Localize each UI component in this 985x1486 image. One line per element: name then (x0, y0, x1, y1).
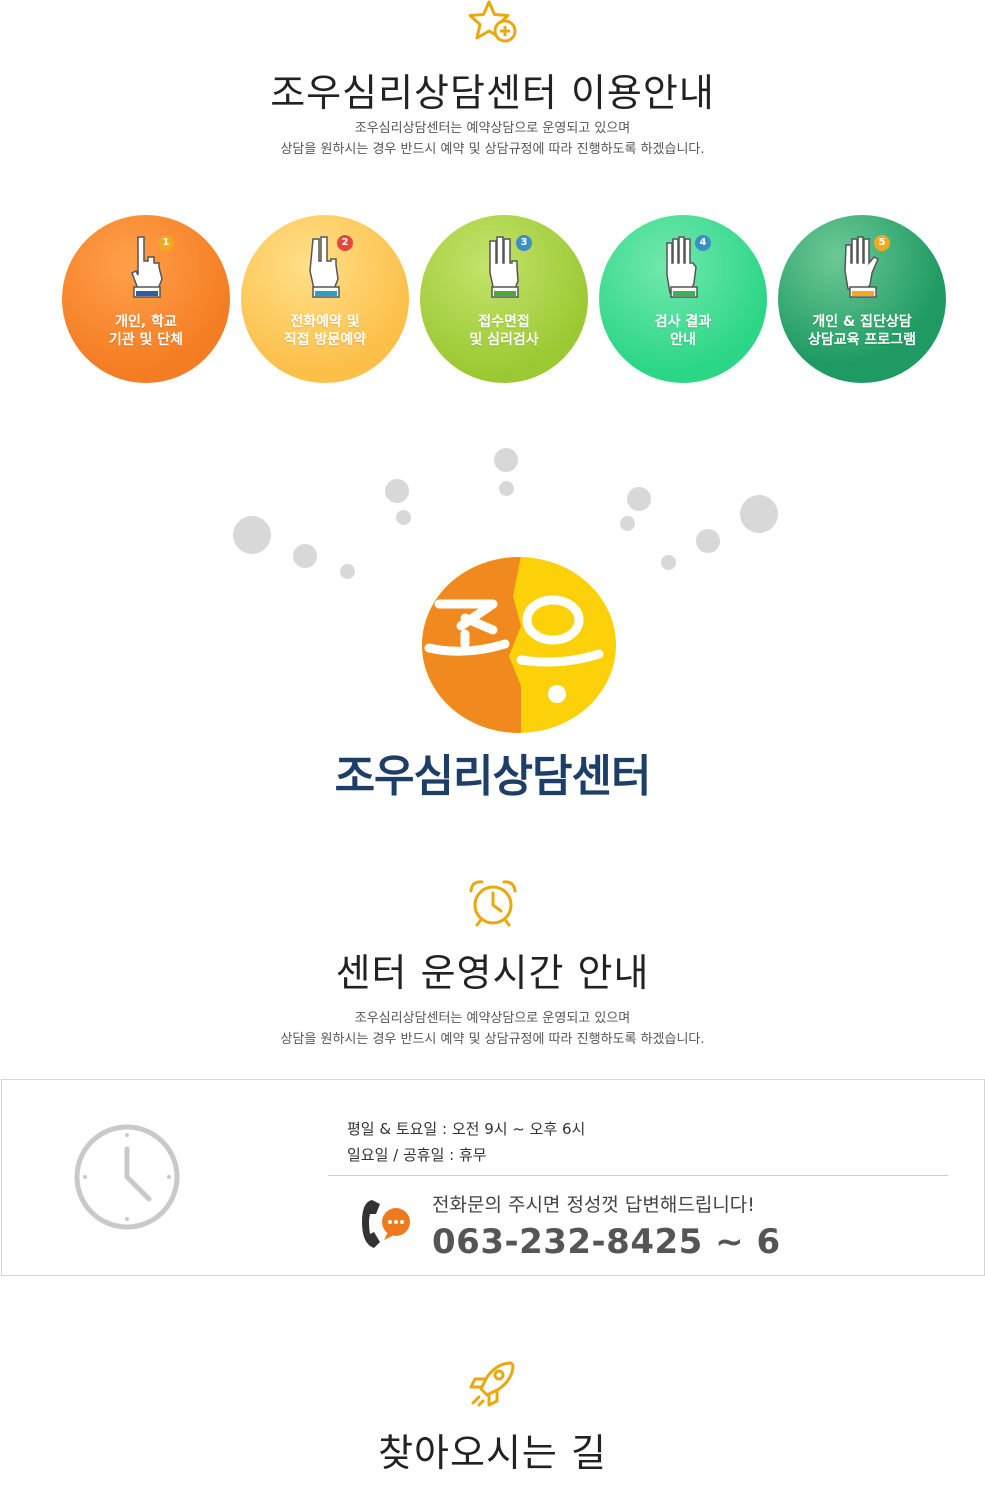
intro-description: 조우심리상담센터는 예약상담으로 운영되고 있으며 상담을 원하시는 경우 반드… (0, 118, 985, 160)
bubble (340, 564, 355, 579)
logo-text: 조우심리상담센터 (334, 751, 652, 802)
phone-number[interactable]: 063-232-8425 ~ 6 (432, 1222, 781, 1262)
three-fingers-hand-icon: 3 (482, 233, 532, 299)
hours-description: 조우심리상담센터는 예약상담으로 운영되고 있으며 상담을 원하시는 경우 반드… (0, 1008, 985, 1050)
bubble (396, 510, 411, 525)
bubble (233, 516, 271, 554)
step-label-line1: 개인, 학교 (115, 314, 177, 330)
step-label-line2: 상담교육 프로그램 (808, 332, 916, 348)
bubble (661, 555, 676, 570)
phone-message: 전화문의 주시면 정성껏 답변해드립니다! (432, 1194, 755, 1216)
decorative-bubbles (220, 440, 800, 590)
holiday-hours: 일요일 / 공휴일 : 휴무 (347, 1146, 487, 1164)
hours-desc-line1: 조우심리상담센터는 예약상담으로 운영되고 있으며 (354, 1011, 631, 1026)
bubble (696, 529, 720, 553)
step-label-line2: 기관 및 단체 (108, 332, 184, 348)
bubble (627, 487, 651, 511)
bubble (620, 516, 635, 531)
divider (328, 1175, 948, 1176)
bubble (293, 544, 317, 568)
phone-chat-icon (358, 1198, 416, 1256)
pointing-hand-icon: 1 (124, 233, 174, 299)
step-number-badge: 2 (337, 235, 353, 251)
hours-panel: 평일 & 토요일 : 오전 9시 ~ 오후 6시 일요일 / 공휴일 : 휴무 … (1, 1079, 985, 1276)
bubble (494, 448, 518, 472)
two-fingers-hand-icon: 2 (303, 233, 353, 299)
clock-icon (73, 1123, 181, 1235)
step-label-line1: 검사 결과 (654, 314, 712, 330)
step-label-line2: 직접 방문예약 (283, 332, 367, 348)
step-label-line1: 접수면접 (478, 314, 530, 330)
page-title: 조우심리상담센터 이용안내 (270, 71, 715, 115)
star-plus-icon (465, 0, 521, 52)
intro-desc-line2: 상담을 원하시는 경우 반드시 예약 및 상담규정에 따라 진행하도록 하겠습니… (280, 142, 705, 157)
step-label-line1: 개인 & 집단상담 (812, 314, 912, 330)
step-label-line1: 전화예약 및 (290, 314, 360, 330)
step-number-badge: 1 (158, 235, 174, 251)
weekday-hours: 평일 & 토요일 : 오전 9시 ~ 오후 6시 (347, 1120, 586, 1138)
step-label-line2: 및 심리검사 (469, 332, 539, 348)
bubble (385, 479, 409, 503)
four-fingers-hand-icon: 4 (661, 233, 711, 299)
step-number-badge: 4 (695, 235, 711, 251)
bubble (499, 481, 514, 496)
open-hand-icon: 5 (840, 233, 890, 299)
intro-desc-line1: 조우심리상담센터는 예약상담으로 운영되고 있으며 (354, 121, 631, 136)
alarm-clock-icon (466, 877, 520, 931)
step-label-line2: 안내 (670, 332, 696, 348)
hours-desc-line2: 상담을 원하시는 경우 반드시 예약 및 상담규정에 따라 진행하도록 하겠습니… (280, 1032, 705, 1047)
hours-list: 평일 & 토요일 : 오전 9시 ~ 오후 6시 일요일 / 공휴일 : 휴무 (347, 1116, 585, 1168)
rocket-icon (467, 1357, 519, 1413)
hours-title: 센터 운영시간 안내 (335, 951, 650, 995)
directions-title: 찾아오시는 길 (378, 1431, 607, 1475)
logo-emblem (421, 556, 617, 734)
bubble (740, 495, 778, 533)
step-number-badge: 5 (874, 235, 890, 251)
step-number-badge: 3 (516, 235, 532, 251)
